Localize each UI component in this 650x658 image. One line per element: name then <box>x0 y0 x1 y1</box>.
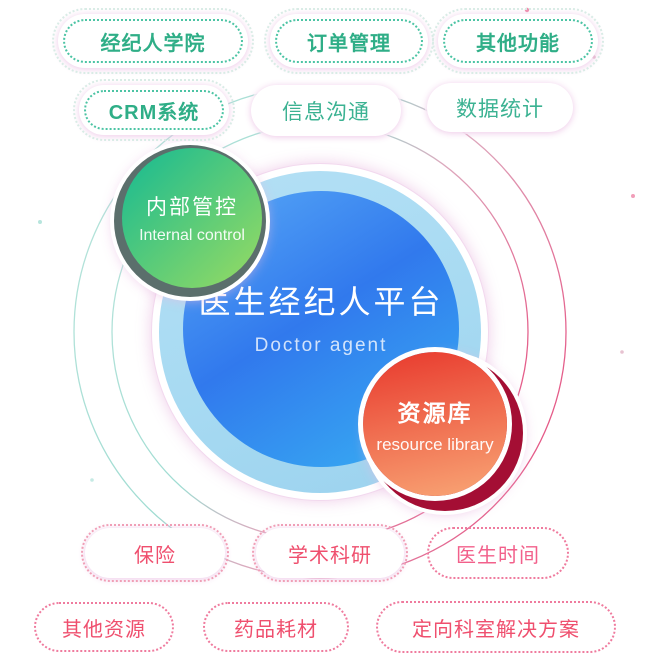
pill-dotted-frame: 其他功能 <box>443 19 593 63</box>
pill-label: 信息沟通 <box>282 100 370 124</box>
platform-subtitle: Doctor agent <box>254 335 388 356</box>
pill-data-statistics: 数据统计 <box>427 83 573 132</box>
platform-title: 医生经纪人平台 <box>198 284 444 320</box>
pill-agent-academy: 经纪人学院 <box>52 8 254 74</box>
resource-library-label-zh: 资源库 <box>397 399 473 426</box>
decor-dot <box>524 7 530 13</box>
pill-label: 订单管理 <box>307 32 391 55</box>
pill-label: 其他功能 <box>476 32 560 55</box>
pill-label: 保险 <box>134 544 176 567</box>
decor-dot <box>620 350 624 354</box>
pill-academic-research: 学术科研 <box>252 524 408 582</box>
pill-label: 定向科室解决方案 <box>412 618 580 641</box>
pill-dotted-frame: 经纪人学院 <box>63 19 243 63</box>
pill-label: 其他资源 <box>62 618 146 641</box>
pill-information-communication: 信息沟通 <box>251 85 401 136</box>
decor-dot <box>38 220 42 224</box>
pill-department-solutions: 定向科室解决方案 <box>376 601 616 653</box>
pill-label: 学术科研 <box>288 544 372 567</box>
internal-control-label-en: Internal control <box>139 227 245 244</box>
pill-label: 经纪人学院 <box>100 32 206 55</box>
pill-dotted-frame: CRM系统 <box>84 90 224 130</box>
pill-crm-system: CRM系统 <box>73 79 235 141</box>
resource-library-label-en: resource library <box>376 434 494 454</box>
decor-dot <box>631 194 635 198</box>
pill-label: 数据统计 <box>456 97 544 121</box>
pill-drug-consumables: 药品耗材 <box>203 602 349 652</box>
pill-other-functions: 其他功能 <box>432 8 604 74</box>
resource-library-circle: 资源库 resource library <box>363 352 507 496</box>
pill-other-resources: 其他资源 <box>34 602 174 652</box>
decor-dot <box>90 478 94 482</box>
internal-control-label-zh: 内部管控 <box>146 196 238 219</box>
pill-label: CRM系统 <box>108 101 200 124</box>
pill-insurance: 保险 <box>81 524 229 582</box>
pill-label: 药品耗材 <box>234 618 318 641</box>
pill-doctor-time: 医生时间 <box>427 527 569 579</box>
pill-dotted-frame: 订单管理 <box>275 19 423 63</box>
pill-order-management: 订单管理 <box>264 8 434 74</box>
internal-control-circle: 内部管控 Internal control <box>122 148 262 288</box>
pill-label: 医生时间 <box>456 544 540 567</box>
